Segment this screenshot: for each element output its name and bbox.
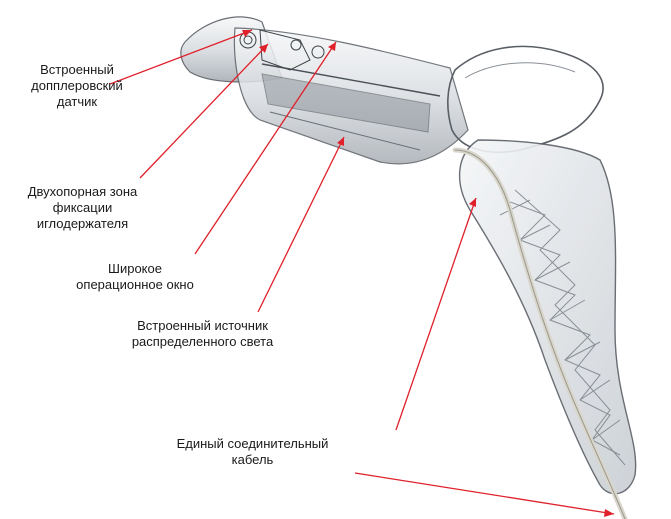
pointer-window [194, 41, 337, 255]
pointer-cable-handle [395, 197, 477, 431]
label-operating-window: Широкое операционное окно [76, 261, 194, 292]
label-light-source: Встроенный источник распределенного свет… [131, 318, 274, 349]
speculum-flange [447, 45, 604, 153]
pointer-lines [109, 29, 615, 517]
speculum-handle [459, 139, 637, 495]
pointer-needle-holder [139, 43, 269, 179]
operating-window [261, 73, 431, 133]
label-doppler-sensor: Встроенный допплеровский датчик [31, 62, 123, 109]
label-needle-holder-zone: Двухопорная зона фиксации иглодержателя [27, 184, 138, 231]
pointer-light [257, 136, 345, 313]
handle-lattice [499, 189, 626, 466]
pointer-cable-end [354, 472, 615, 515]
label-connecting-cable: Единый соединительный кабель [176, 436, 329, 467]
pointer-doppler [109, 29, 253, 85]
